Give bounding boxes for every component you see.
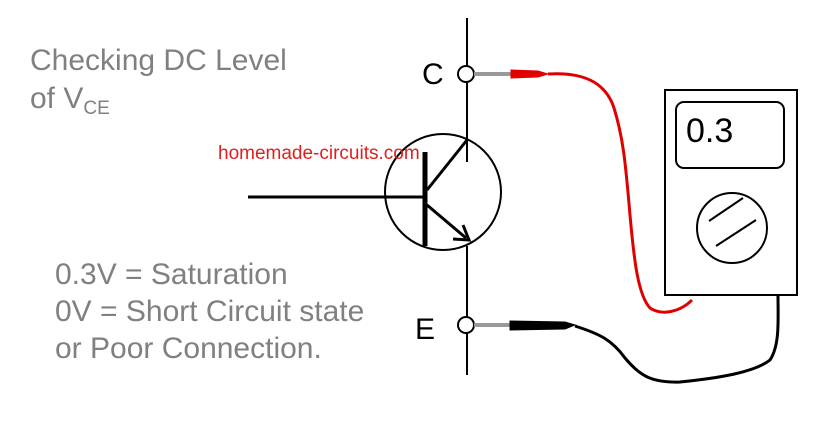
emitter-terminal: [457, 316, 475, 334]
red-test-lead: [547, 72, 694, 314]
emitter-arrow: [452, 224, 472, 242]
black-probe-handle: [509, 320, 577, 331]
multimeter-reading: 0.3: [686, 112, 734, 150]
multimeter-screen: [675, 101, 785, 169]
title-prefix: of V: [30, 82, 84, 115]
selector-dial[interactable]: [696, 192, 768, 264]
emitter-label: E: [415, 313, 436, 346]
diagram-title-line-1: Checking DC Level: [30, 44, 287, 77]
watermark-text: homemade-circuits.com: [218, 143, 420, 164]
selector-dial-mark-2: [715, 219, 757, 247]
collector-terminal: [457, 65, 475, 83]
transistor-body: [384, 133, 502, 251]
collector-label: C: [422, 58, 444, 91]
collector-leg: [425, 139, 469, 191]
selector-dial-mark-1: [708, 197, 744, 222]
black-test-lead: [574, 294, 780, 384]
emitter-leg: [426, 203, 467, 240]
title-subscript: CE: [83, 98, 110, 119]
note-short-circuit: 0V = Short Circuit state: [55, 295, 365, 328]
note-poor-connection: or Poor Connection.: [55, 332, 322, 365]
red-probe-handle: [510, 69, 550, 79]
diagram-title-line-2: of VCE: [30, 82, 110, 126]
note-saturation: 0.3V = Saturation: [55, 258, 288, 291]
